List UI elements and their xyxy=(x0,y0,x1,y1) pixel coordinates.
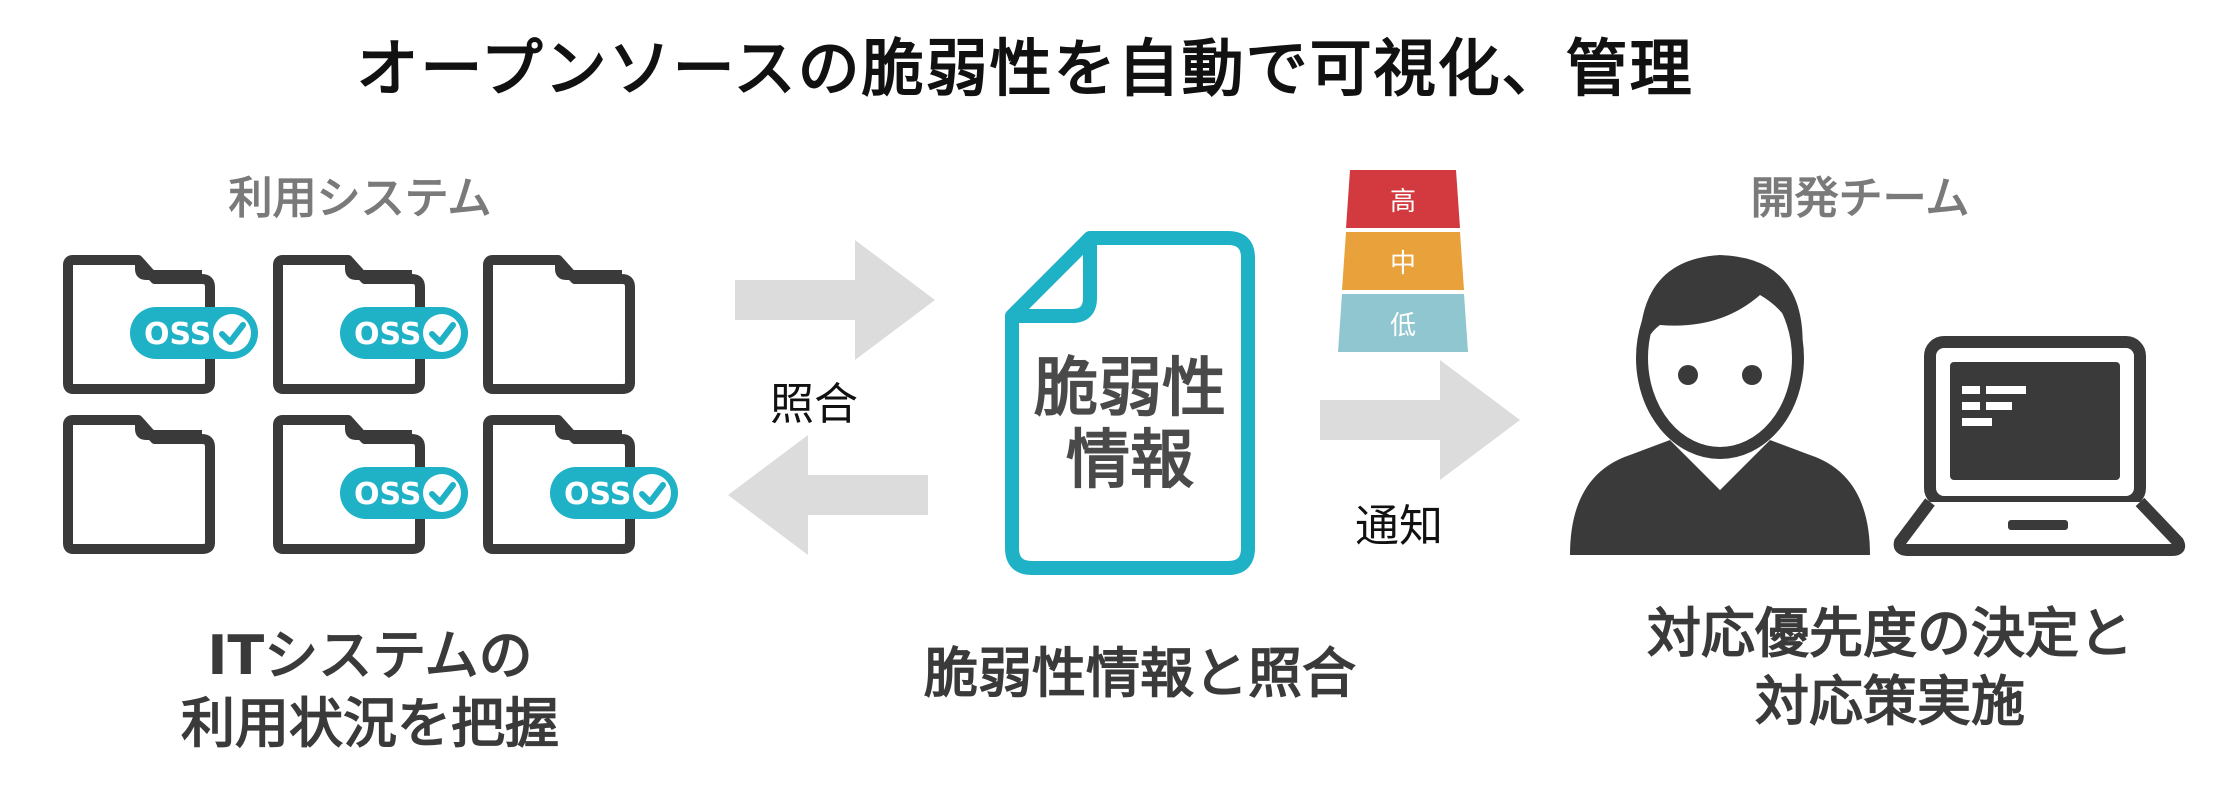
severity-low-bar xyxy=(1338,294,1468,352)
laptop-icon xyxy=(1893,336,2186,556)
severity-mid-bar xyxy=(1342,232,1464,290)
oss-badge-label: OSS xyxy=(354,317,421,352)
severity-high-label: 高 xyxy=(1390,187,1416,217)
oss-badge-6: OSS xyxy=(550,467,678,519)
severity-mid-label: 中 xyxy=(1390,249,1416,279)
notify-arrow xyxy=(1320,360,1520,480)
oss-badge-2: OSS xyxy=(340,307,468,359)
right-caption: 対応優先度の決定と 対応策実施 xyxy=(1580,600,2200,736)
folder-6: OSS xyxy=(488,420,678,549)
oss-badge-label: OSS xyxy=(564,477,631,512)
vulnerability-doc-icon: 脆弱性 情報 xyxy=(1005,231,1255,575)
folder-5: OSS xyxy=(278,420,468,549)
severity-low-label: 低 xyxy=(1390,311,1416,341)
page-title: オープンソースの脆弱性を自動で可視化、管理 xyxy=(356,32,1694,105)
folder-grid: OSS OSS OSS OSS xyxy=(60,250,760,570)
left-section-label: 利用システム xyxy=(228,173,492,224)
match-label: 照合 xyxy=(770,379,858,430)
left-caption-line2: 利用状況を把握 xyxy=(181,692,559,755)
oss-badge-label: OSS xyxy=(144,317,211,352)
right-caption-line1: 対応優先度の決定と xyxy=(1647,602,2133,665)
severity-high-bar xyxy=(1346,170,1460,228)
right-section-label: 開発チーム xyxy=(1750,173,1970,224)
oss-badge-5: OSS xyxy=(340,467,468,519)
middle-caption: 脆弱性情報と照合 xyxy=(924,642,1356,705)
folder-1: OSS xyxy=(68,260,258,389)
folder-4 xyxy=(68,420,210,549)
left-caption-line1: ITシステムの xyxy=(207,624,533,687)
oss-badge-1: OSS xyxy=(130,307,258,359)
developer-person-icon xyxy=(1570,255,1870,555)
folder-2: OSS xyxy=(278,260,468,389)
notify-label: 通知 xyxy=(1355,501,1443,552)
left-caption: ITシステムの 利用状況を把握 xyxy=(90,622,650,758)
doc-line2: 情報 xyxy=(1066,424,1194,498)
doc-line1: 脆弱性 xyxy=(1034,352,1226,426)
oss-badge-label: OSS xyxy=(354,477,421,512)
match-arrow-left xyxy=(728,435,928,555)
severity-scale: 高 中 低 xyxy=(1338,170,1468,352)
folder-3 xyxy=(488,260,630,389)
right-caption-line2: 対応策実施 xyxy=(1755,670,2025,733)
match-arrow-right xyxy=(735,240,935,360)
